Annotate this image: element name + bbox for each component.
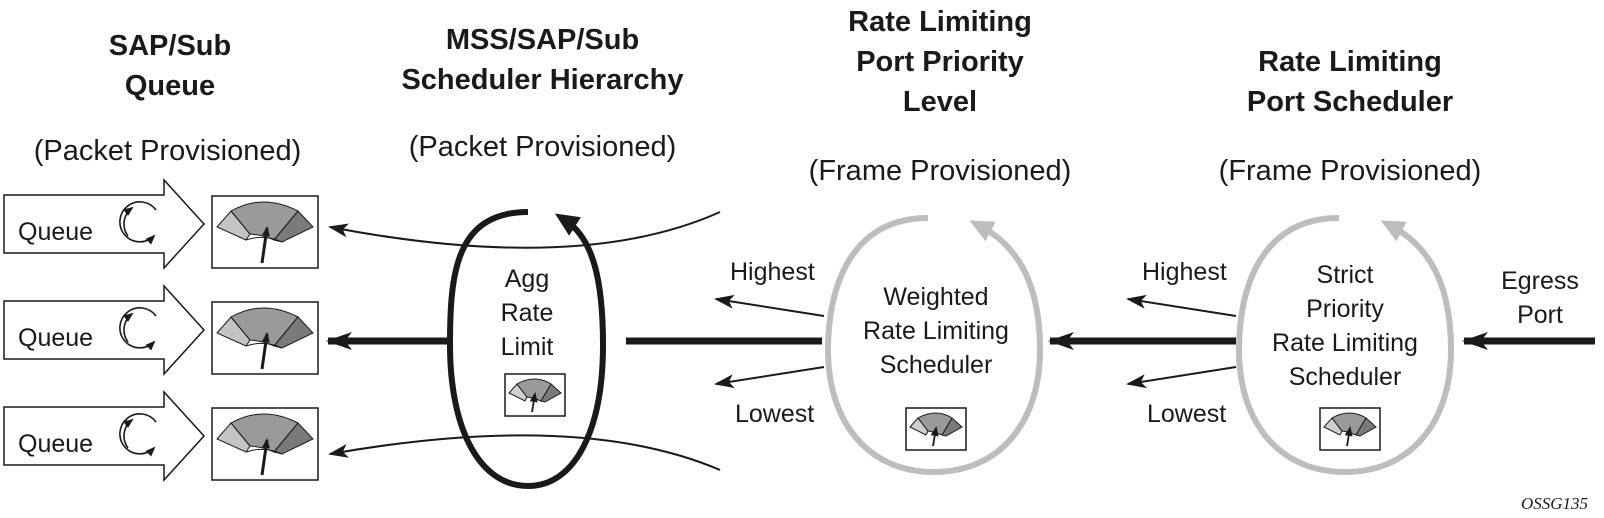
- weighted-loop: [824, 215, 1044, 476]
- queue-gauge-icon-1: [212, 196, 318, 268]
- sap-queue-subtitle: (Packet Provisioned): [33, 135, 302, 167]
- weighted-gauge-icon: [906, 408, 966, 450]
- agg-rate-limit-label: Agg Rate Limit: [500, 265, 554, 361]
- strict-highest-arrow: [1126, 294, 1237, 317]
- egress-port-label: Egress Port: [1501, 267, 1579, 329]
- weighted-highest-arrow: [714, 294, 825, 317]
- queue-gauge-icon-2: [212, 302, 318, 374]
- port-priority-title: Rate Limiting Port Priority Level: [848, 6, 1032, 118]
- strict-lowest-arrow: [1126, 366, 1237, 389]
- port-priority-subtitle: (Frame Provisioned): [808, 155, 1072, 187]
- port-scheduler-title: Rate Limiting Port Scheduler: [1246, 46, 1454, 118]
- strict-highest-label: Highest: [1142, 258, 1227, 286]
- figure-tag: OSSG135: [1521, 494, 1589, 513]
- weighted-highest-label: Highest: [730, 258, 815, 286]
- curve-to-queue-1: [328, 211, 721, 249]
- strict-lowest-label: Lowest: [1147, 400, 1227, 428]
- queue-label-1: Queue: [18, 218, 94, 246]
- queue-label-3: Queue: [18, 430, 94, 458]
- weighted-lowest-arrow: [714, 366, 825, 389]
- curve-to-queue-3: [328, 434, 721, 471]
- agg-gauge-icon: [505, 374, 565, 416]
- queue-label-2: Queue: [18, 324, 94, 352]
- mss-scheduler-subtitle: (Packet Provisioned): [408, 131, 677, 163]
- strict-scheduler-label: Strict Priority Rate Limiting Scheduler: [1272, 261, 1418, 391]
- strict-gauge-icon: [1320, 408, 1380, 450]
- mss-scheduler-title: MSS/SAP/Sub Scheduler Hierarchy: [401, 24, 684, 96]
- sap-queue-title: SAP/Sub Queue: [108, 30, 232, 102]
- agg-loop: [446, 209, 607, 490]
- weighted-lowest-label: Lowest: [735, 400, 815, 428]
- weighted-scheduler-label: Weighted Rate Limiting Scheduler: [863, 283, 1009, 379]
- queue-gauge-icon-3: [212, 408, 318, 480]
- port-scheduler-subtitle: (Frame Provisioned): [1218, 155, 1482, 187]
- strict-loop: [1235, 215, 1455, 476]
